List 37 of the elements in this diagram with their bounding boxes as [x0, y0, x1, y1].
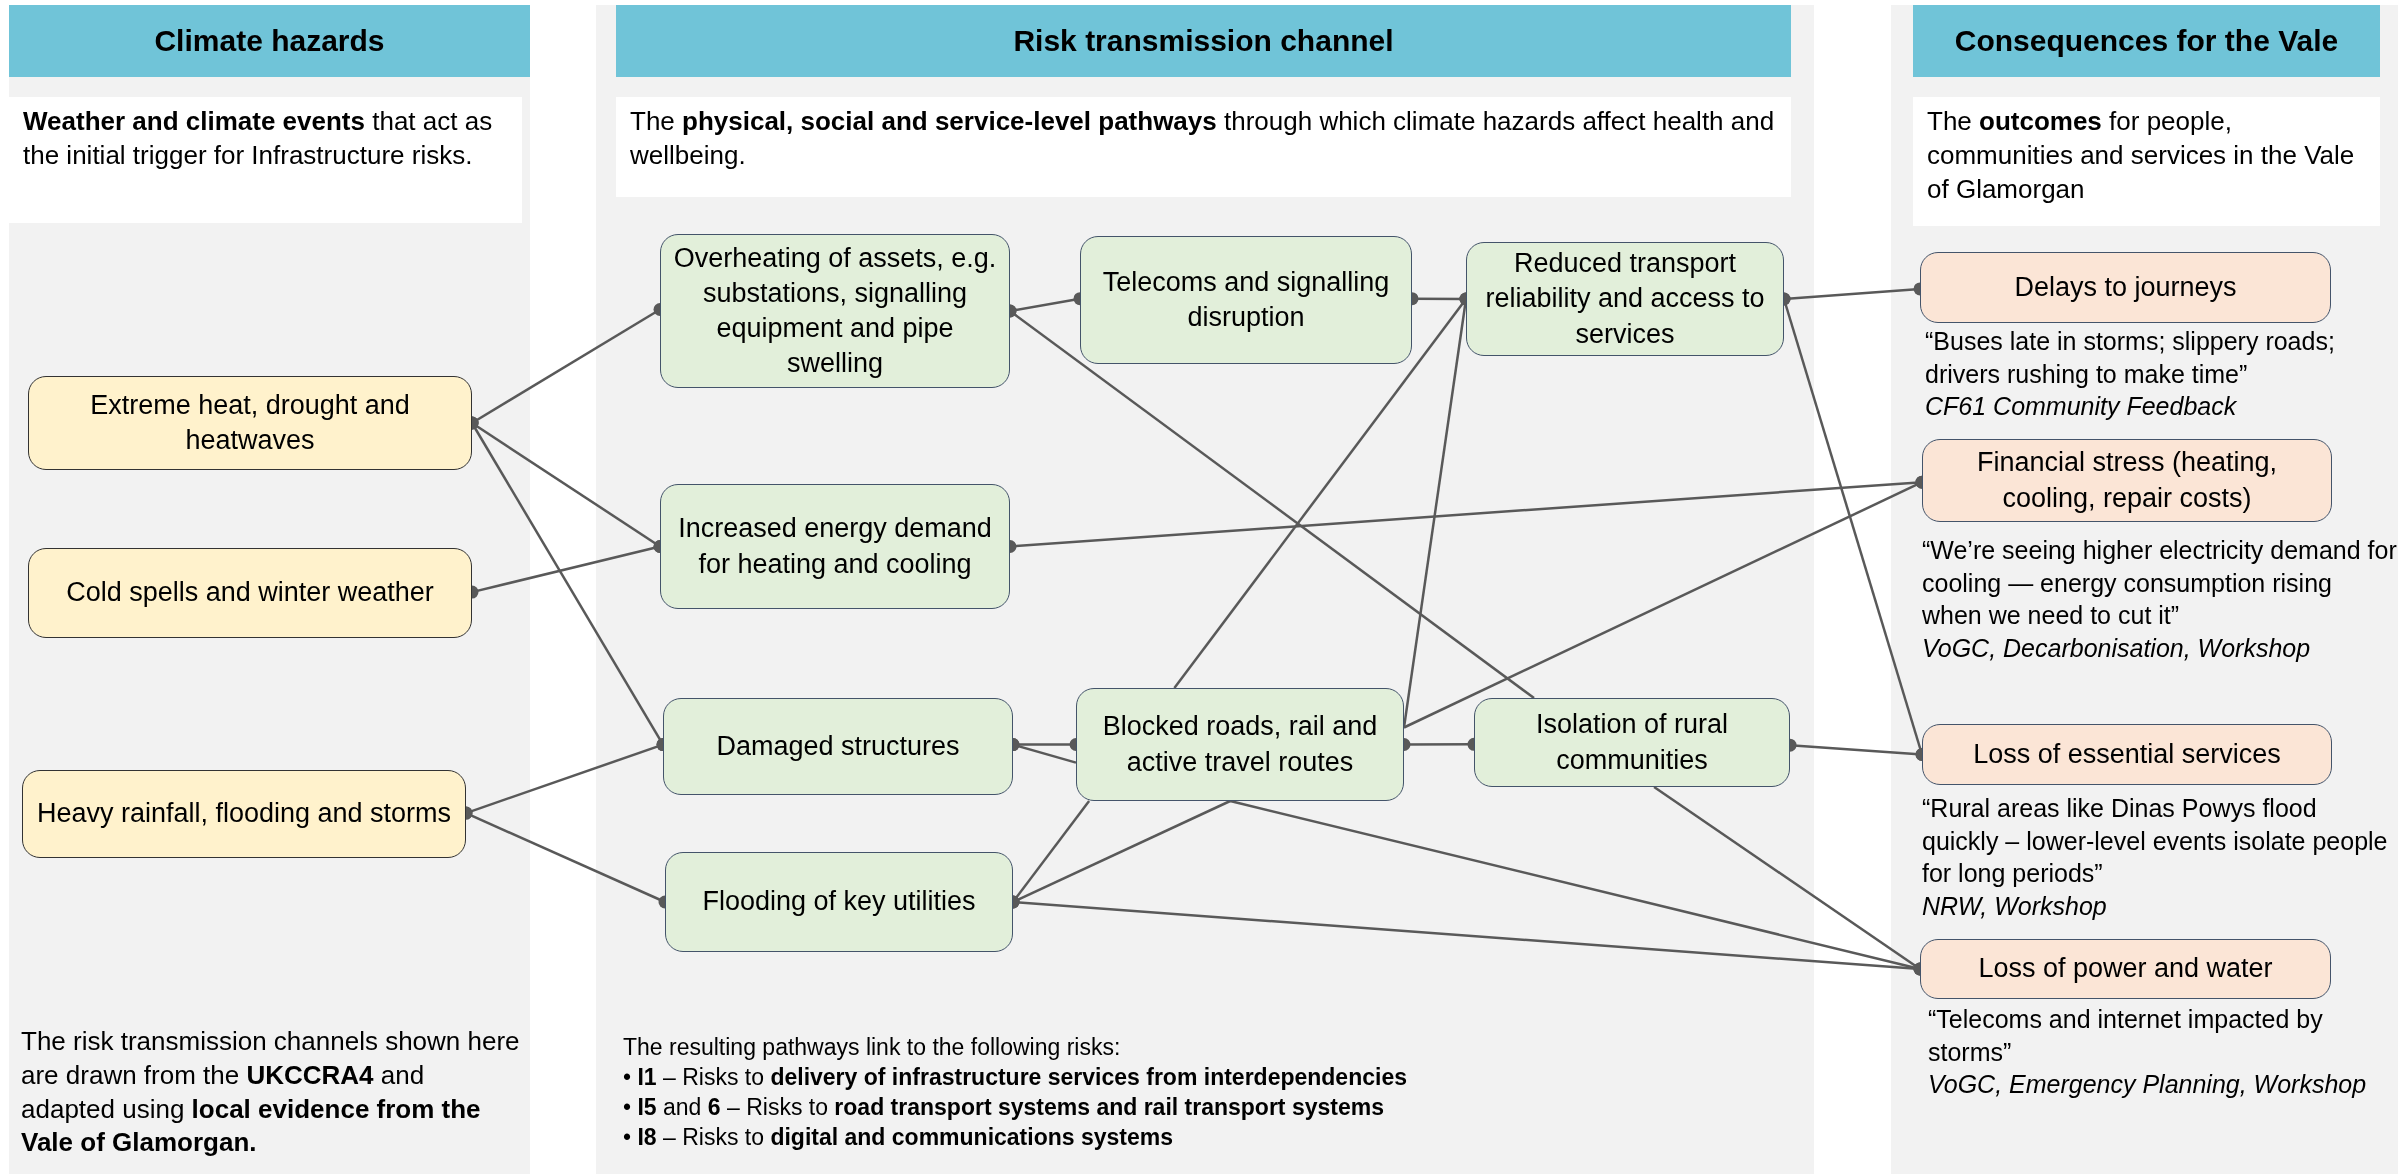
- list-item: • I5 and 6 – Risks to road transport systems and rail transport systems: [623, 1092, 1385, 1122]
- consequence-box: Loss of power and water: [1920, 939, 2331, 999]
- pathway-box: Isolation of rural communities: [1474, 698, 1790, 787]
- quote-text: “We’re seeing higher electricity demand for cooling — energy consumption rising when we need to cut it”: [1922, 535, 2398, 631]
- column-header: Consequences for the Vale: [1913, 5, 2380, 77]
- source-text: NRW, Workshop: [1922, 890, 2108, 922]
- hazard-box: Heavy rainfall, flooding and storms: [22, 770, 466, 858]
- consequence-box: Loss of essential services: [1922, 724, 2332, 785]
- pathway-box: Flooding of key utilities: [665, 852, 1013, 952]
- note-text: The risk transmission channels shown here are drawn from the UKCCRA4 and adapted using local evidence from the Vale of Glamorgan.: [21, 1025, 521, 1160]
- pathway-box: Blocked roads, rail and active travel routes: [1076, 688, 1404, 801]
- pathway-box: Increased energy demand for heating and cooling: [660, 484, 1010, 609]
- pathway-box: Overheating of assets, e.g. substations, signalling equipment and pipe swelling: [660, 234, 1010, 388]
- description-text: The outcomes for people, communities and services in the Vale of Glamorgan: [1913, 97, 2380, 226]
- column-header: Risk transmission channel: [616, 5, 1791, 77]
- quote-text: “Rural areas like Dinas Powys flood quickly – lower-level events isolate people for long periods”: [1922, 793, 2389, 889]
- hazard-box: Cold spells and winter weather: [28, 548, 472, 638]
- quote-text: “Telecoms and internet impacted by storms”: [1928, 1004, 2324, 1068]
- consequence-box: Delays to journeys: [1920, 252, 2331, 323]
- column-panel: [596, 5, 1814, 1174]
- column-panel: [9, 5, 530, 1174]
- source-text: VoGC, Emergency Planning, Workshop: [1928, 1069, 2368, 1100]
- quote-text: “Buses late in storms; slippery roads; drivers rushing to make time”: [1925, 326, 2336, 390]
- list-item: • I1 – Risks to delivery of infrastructure services from interdependencies: [623, 1063, 1408, 1092]
- consequence-box: Financial stress (heating, cooling, repair costs): [1922, 439, 2332, 522]
- source-text: VoGC, Decarbonisation, Workshop: [1922, 632, 2312, 664]
- description-text: The physical, social and service-level pathways through which climate hazards affect health and wellbeing.: [616, 97, 1791, 197]
- note-text: The resulting pathways link to the following risks:: [623, 1033, 1122, 1062]
- column-header: Climate hazards: [9, 5, 530, 77]
- pathway-box: Reduced transport reliability and access to services: [1466, 242, 1784, 356]
- hazard-box: Extreme heat, drought and heatwaves: [28, 376, 472, 470]
- description-text: Weather and climate events that act as the initial trigger for Infrastructure risks.: [9, 97, 522, 223]
- pathway-box: Damaged structures: [663, 698, 1013, 795]
- column-panel: [1891, 5, 2398, 1174]
- source-text: CF61 Community Feedback: [1925, 391, 2238, 422]
- pathway-box: Telecoms and signalling disruption: [1080, 236, 1412, 364]
- list-item: • I8 – Risks to digital and communications systems: [623, 1122, 1174, 1152]
